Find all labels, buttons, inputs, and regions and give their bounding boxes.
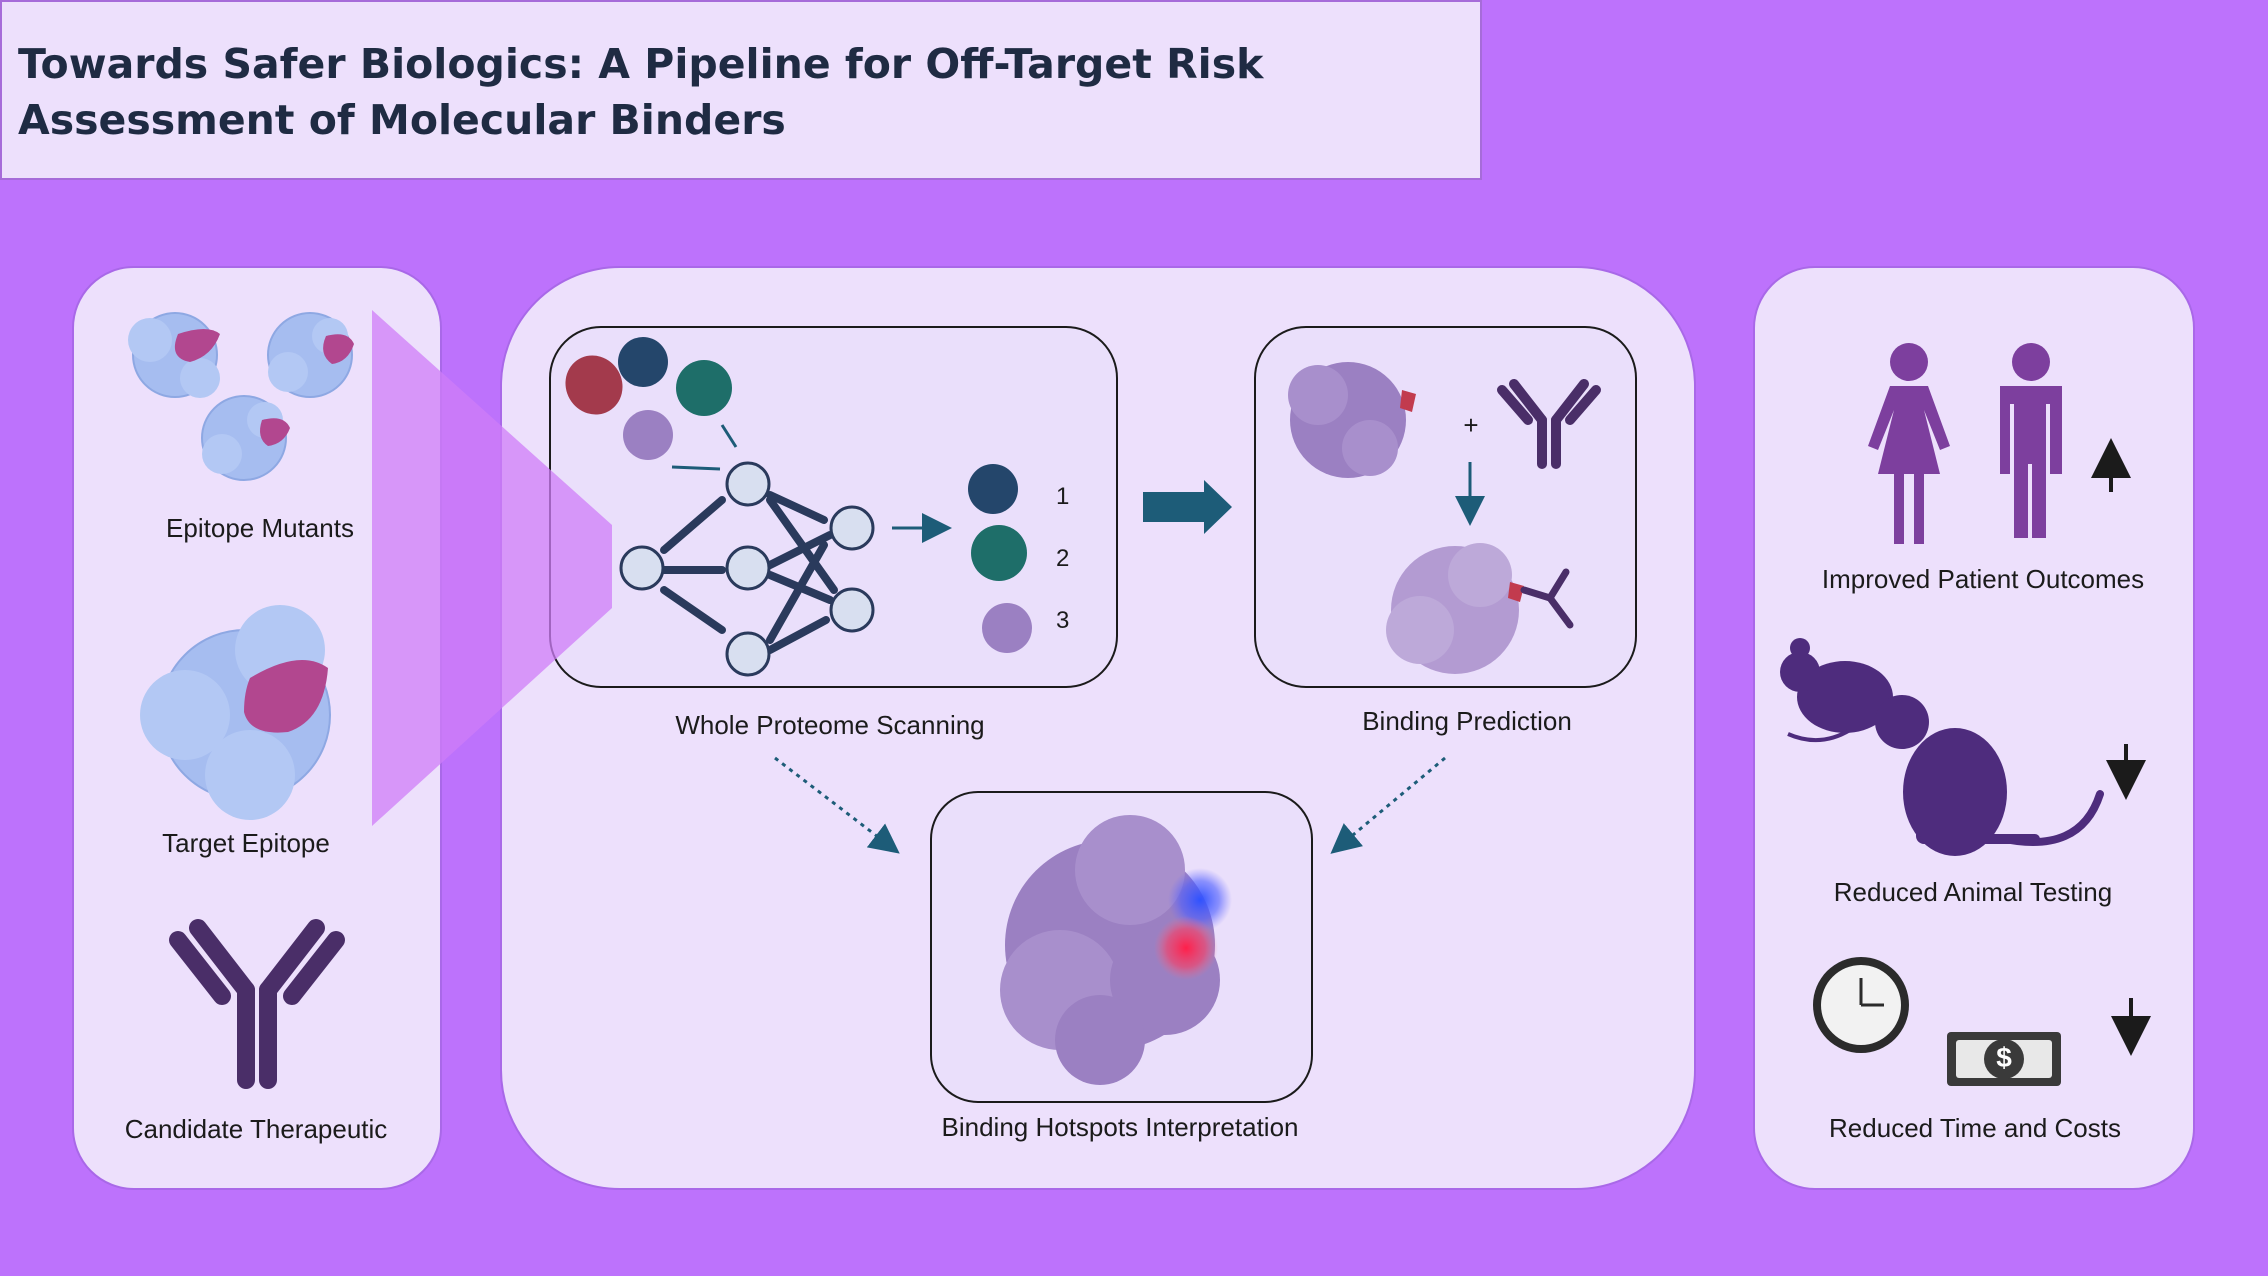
label-binding-hotspots: Binding Hotspots Interpretation [941, 1112, 1299, 1142]
pipeline-arrow [1143, 480, 1232, 534]
monkey-icon [1875, 695, 2104, 856]
ranked-protein-2 [971, 525, 1027, 581]
epitope-mutant-protein-2 [267, 312, 354, 398]
network-nodes [619, 461, 875, 677]
neural-network [660, 491, 838, 654]
dotted-arrow-left [774, 756, 900, 854]
label-reduced-time-costs: Reduced Time and Costs [1829, 1113, 2121, 1143]
label-target-epitope: Target Epitope [162, 828, 330, 858]
rank-3: 3 [1056, 607, 1070, 634]
ranked-protein-1 [968, 464, 1018, 514]
plus-sign: + [1463, 410, 1479, 440]
ranked-protein-3 [982, 603, 1032, 653]
dollar-sign: $ [1996, 1042, 2012, 1073]
candidate-antibody-icon [169, 919, 345, 1089]
rank-1: 1 [1056, 483, 1070, 510]
prediction-antibody-icon [1497, 379, 1601, 469]
label-epitope-mutants: Epitope Mutants [166, 513, 354, 543]
proteome-protein-teal [676, 360, 732, 416]
rank-2: 2 [1056, 545, 1070, 572]
man-icon [2000, 343, 2062, 538]
epitope-mutant-protein-3 [201, 395, 290, 481]
proteome-protein-lilac [623, 410, 673, 460]
label-reduced-animal-testing: Reduced Animal Testing [1833, 877, 2113, 907]
clock-icon [1813, 957, 1909, 1053]
prediction-complex [1386, 543, 1574, 674]
label-binding-prediction: Binding Prediction [1362, 706, 1572, 736]
proteome-protein-red [565, 355, 623, 415]
prediction-protein-top [1288, 362, 1416, 478]
label-candidate-therapeutic: Candidate Therapeutic [124, 1114, 388, 1144]
hotspot-red [1154, 916, 1218, 980]
proteome-protein-navy [618, 337, 668, 387]
label-whole-proteome-scanning: Whole Proteome Scanning [675, 710, 985, 740]
zoom-wedge [372, 310, 612, 826]
hotspot-blue [1168, 868, 1232, 932]
epitope-mutant-protein-1 [128, 312, 220, 398]
woman-icon [1868, 343, 1950, 544]
target-epitope-protein [140, 605, 331, 820]
money-icon [1947, 1032, 2061, 1086]
mouse-icon [1780, 638, 1893, 743]
dotted-arrow-right [1330, 756, 1446, 854]
label-improved-outcomes: Improved Patient Outcomes [1821, 564, 2145, 594]
page-title: Towards Safer Biologics: A Pipeline for … [18, 40, 1264, 144]
title-box: Towards Safer Biologics: A Pipeline for … [0, 0, 1482, 180]
